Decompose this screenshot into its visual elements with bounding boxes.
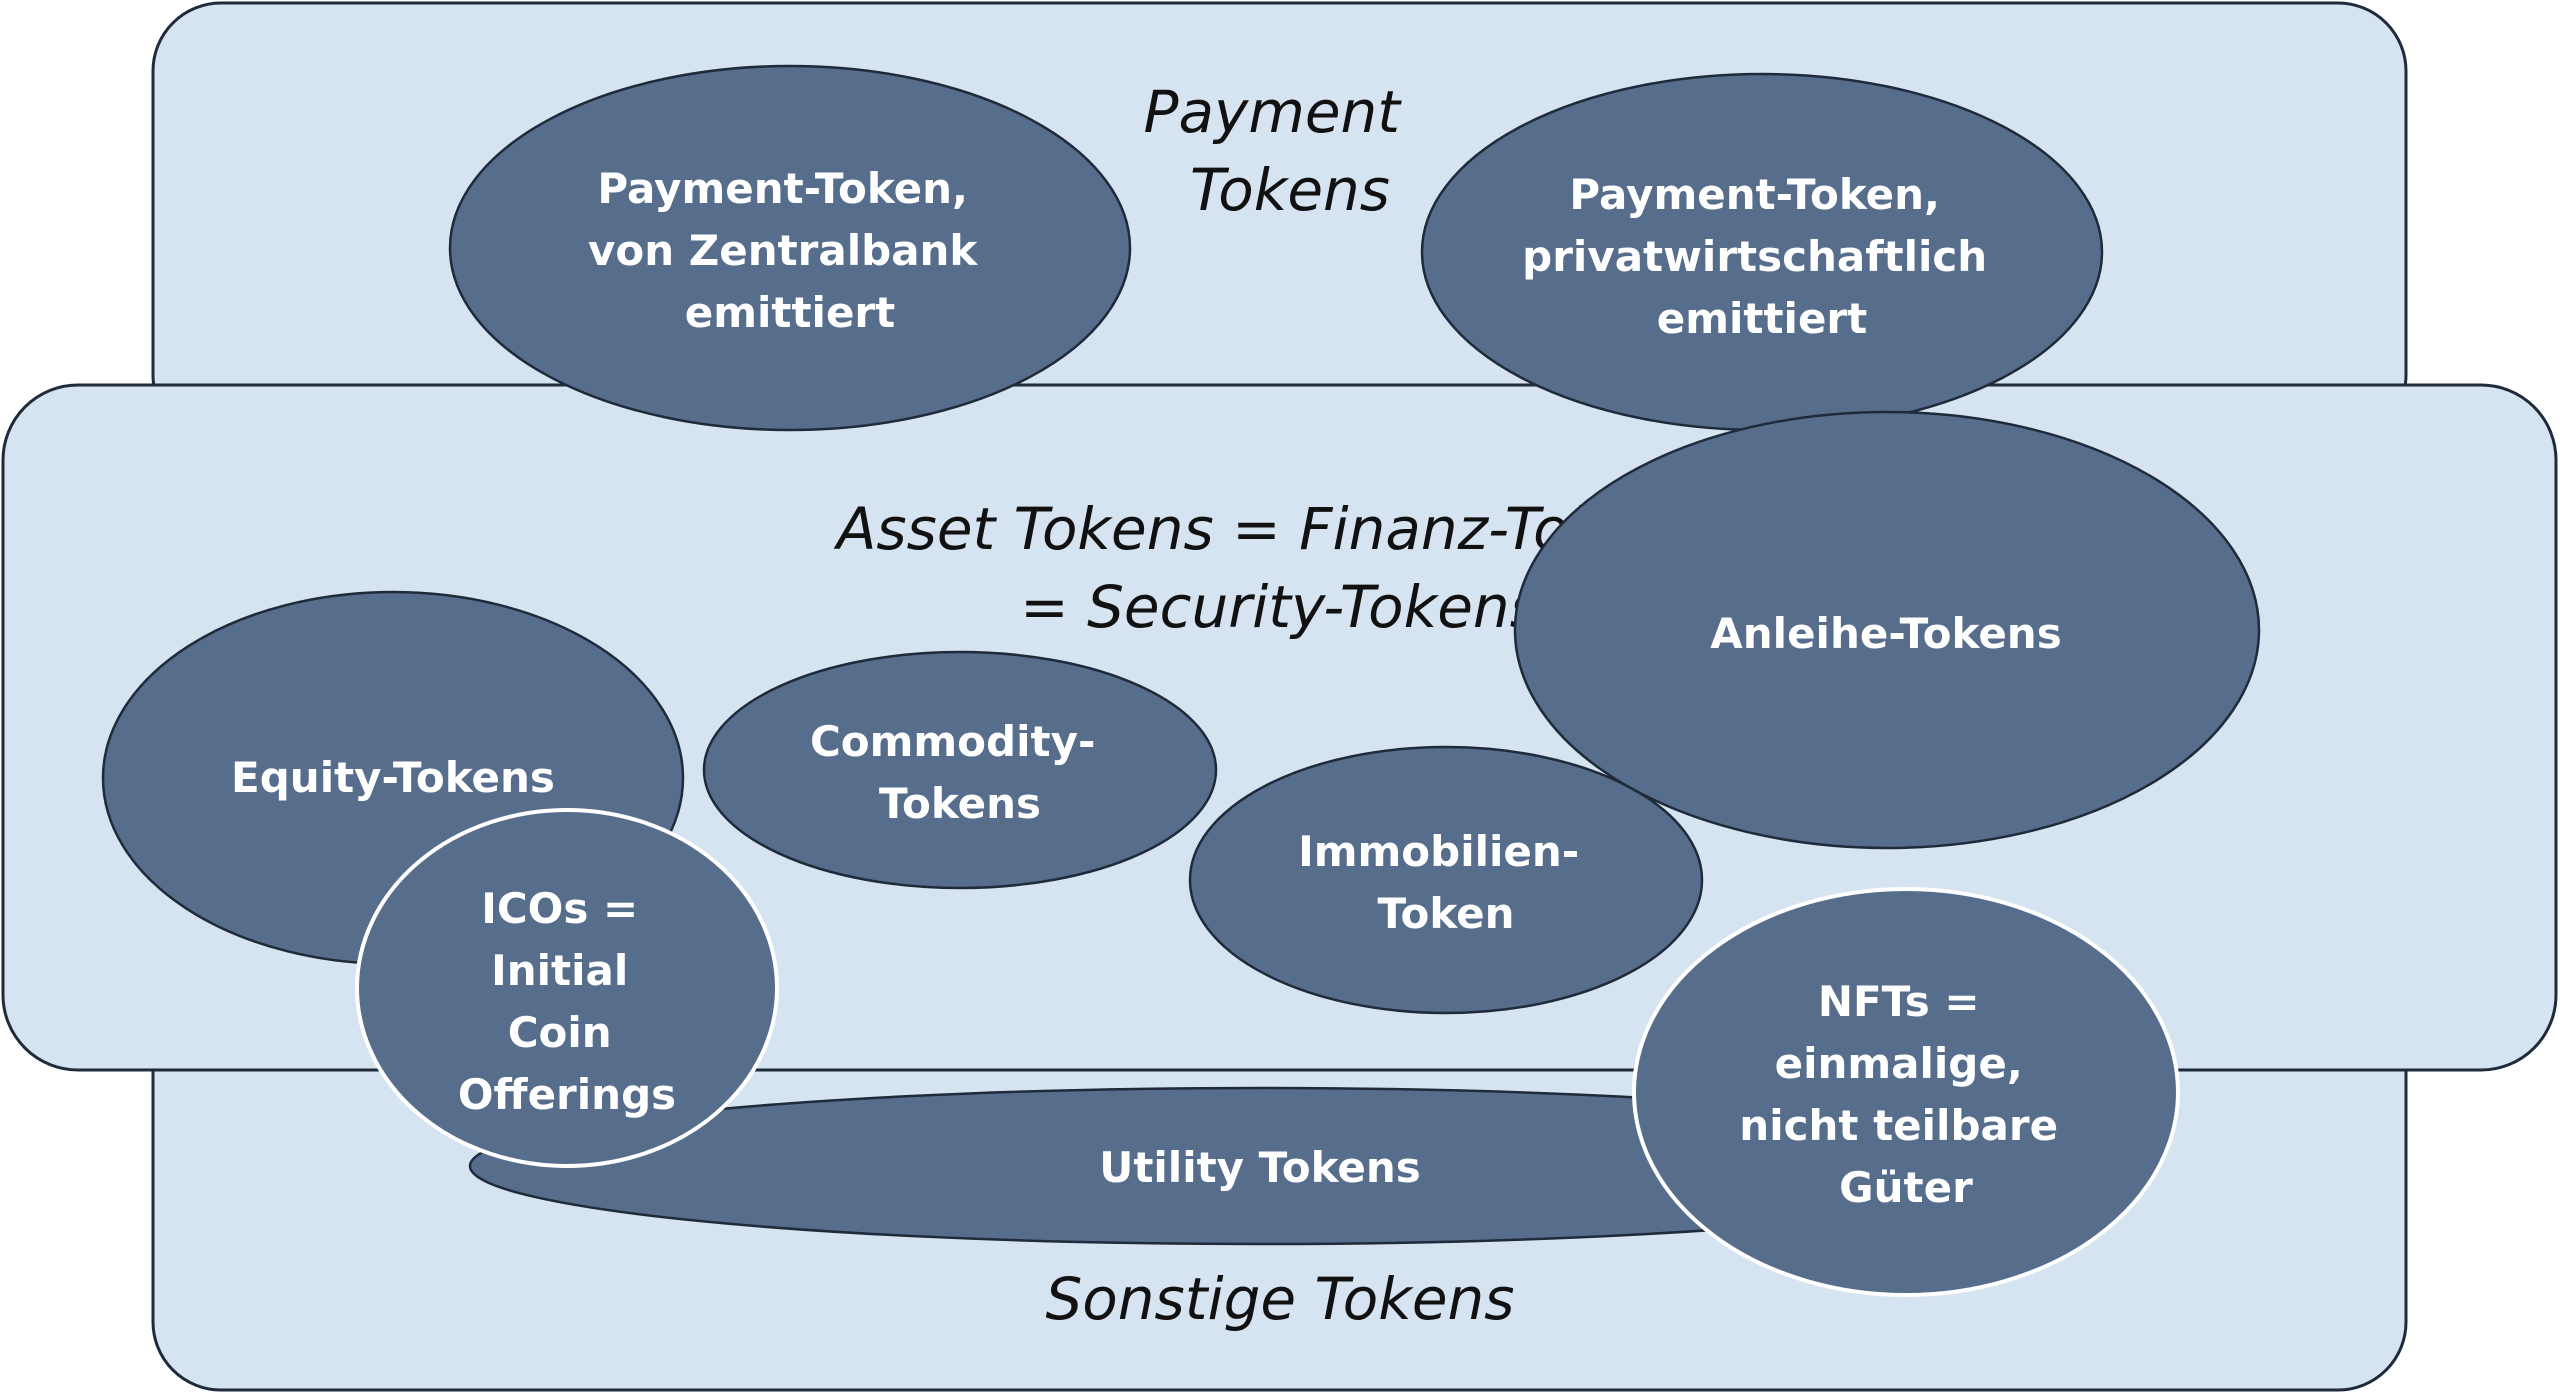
nft-label-line: nicht teilbare [1739, 1101, 2058, 1150]
ico-label: ICOs = Initial Coin Offerings [458, 884, 676, 1119]
immobilien-token-label-line: Immobilien- [1298, 827, 1579, 876]
central-bank-payment-token-ellipse [448, 64, 1132, 432]
anleihe-tokens-ellipse [1513, 410, 2261, 850]
nft-label-line: Güter [1839, 1163, 1973, 1212]
sonstige-tokens-label: Sonstige Tokens [1045, 1265, 1514, 1333]
private-payment-token-label: Payment-Token, privatwirtschaftlich emit… [1522, 170, 2002, 343]
commodity-tokens-ellipse [702, 650, 1218, 890]
equity-tokens-label-line: Equity-Tokens [231, 753, 555, 802]
nft-label: NFTs = einmalige, nicht teilbare Güter [1739, 977, 2072, 1212]
payment-tokens-label-line: Tokens [1190, 156, 1390, 224]
nft-ellipse [1632, 887, 2180, 1297]
commodity-tokens-label-line: Commodity- [810, 717, 1095, 766]
ico-label-line: Initial [491, 946, 628, 995]
nft-label-line: NFTs = [1818, 977, 1980, 1026]
immobilien-token-label: Immobilien- Token [1298, 827, 1594, 938]
ico-ellipse [355, 808, 779, 1168]
equity-tokens-label: Equity-Tokens [231, 753, 555, 802]
commodity-tokens-label-line: Tokens [879, 779, 1041, 828]
utility-tokens-label-line: Utility Tokens [1099, 1143, 1421, 1192]
sonstige-tokens-label-line: Sonstige Tokens [1045, 1265, 1514, 1333]
private-payment-token-label-line: privatwirtschaftlich [1522, 232, 1987, 281]
central-bank-payment-token-label: Payment-Token, von Zentralbank emittiert [588, 164, 992, 337]
central-bank-payment-token-label-line: Payment-Token, [597, 164, 968, 213]
payment-tokens-label: Payment Tokens [1144, 78, 1419, 224]
central-bank-payment-token-label-line: von Zentralbank [588, 226, 978, 275]
asset-tokens-label-line: = Security-Tokens [1020, 573, 1540, 641]
ico-label-line: Offerings [458, 1070, 676, 1119]
nft-label-line: einmalige, [1775, 1039, 2023, 1088]
utility-tokens-label: Utility Tokens [1099, 1143, 1421, 1192]
commodity-tokens-label: Commodity- Tokens [810, 717, 1110, 828]
ico-label-line: Coin [508, 1008, 612, 1057]
anleihe-tokens-label: Anleihe-Tokens [1710, 609, 2061, 658]
anleihe-tokens-label-line: Anleihe-Tokens [1710, 609, 2061, 658]
payment-tokens-label-line: Payment [1144, 78, 1403, 146]
immobilien-token-label-line: Token [1377, 889, 1514, 938]
immobilien-token-ellipse [1188, 745, 1704, 1015]
private-payment-token-label-line: emittiert [1657, 294, 1867, 343]
ico-label-line: ICOs = [481, 884, 638, 933]
central-bank-payment-token-label-line: emittiert [685, 288, 895, 337]
private-payment-token-label-line: Payment-Token, [1569, 170, 1940, 219]
